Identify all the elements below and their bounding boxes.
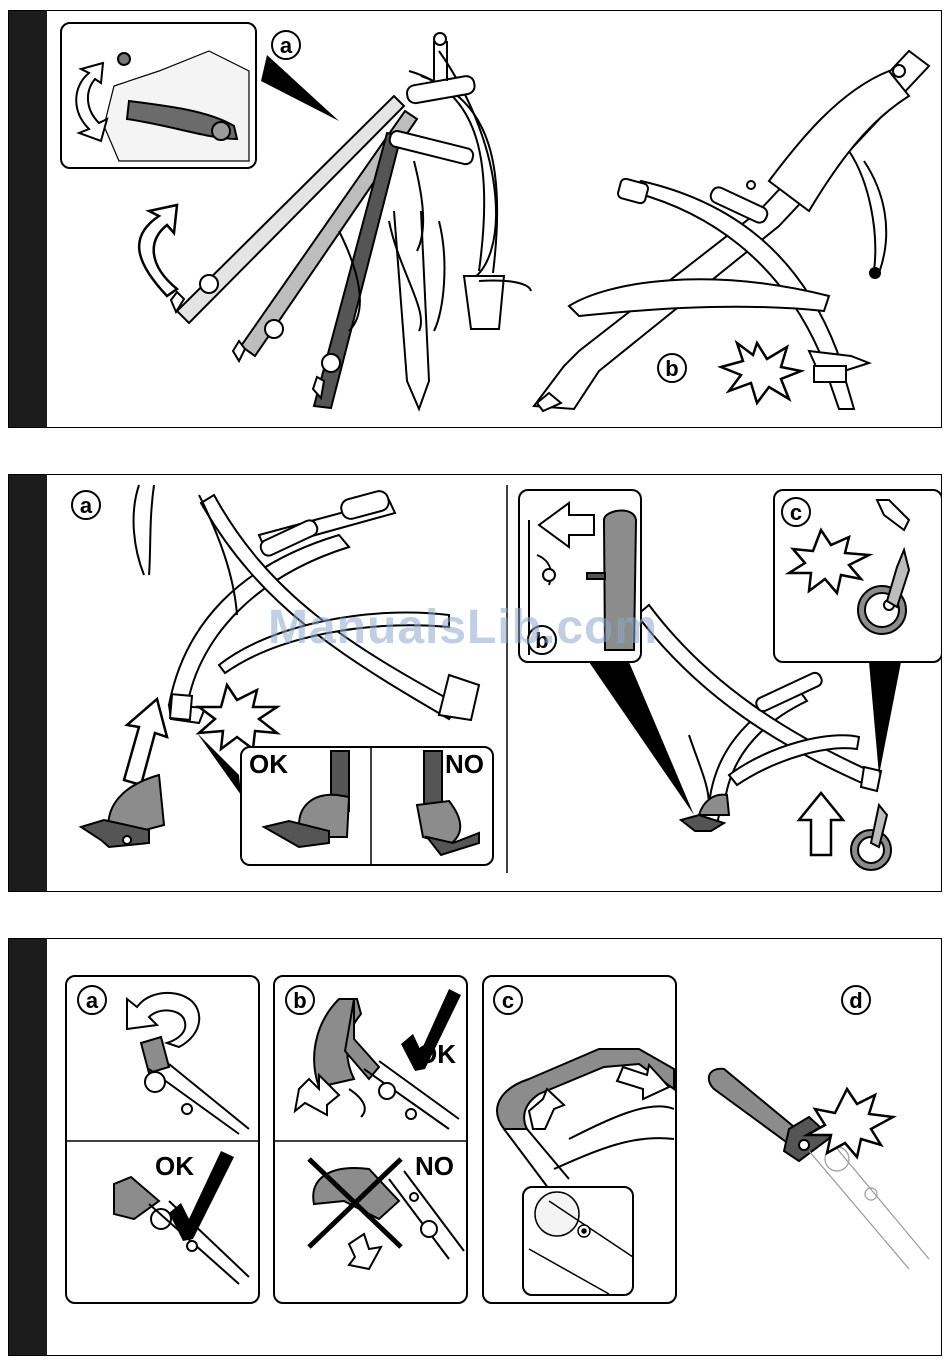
handle-attach-illustration	[9, 939, 942, 1356]
no-label-b: NO	[415, 1151, 454, 1182]
step-label-c: c	[781, 497, 811, 527]
step-label-c: c	[493, 985, 523, 1015]
step-label-d: d	[841, 985, 871, 1015]
step-label-a: a	[77, 985, 107, 1015]
stroller-fold-illustration	[9, 11, 942, 428]
step-label-b: b	[285, 985, 315, 1015]
ok-label: OK	[249, 749, 288, 780]
step-label-b: b	[657, 353, 687, 383]
step-label-a: a	[271, 30, 301, 60]
no-label: NO	[445, 749, 484, 780]
ok-label-b: OK	[417, 1039, 456, 1070]
instruction-panel-3: a b c d OK OK NO	[8, 938, 942, 1356]
instruction-panel-1: a b	[8, 10, 942, 428]
watermark: ManualsLib.com	[268, 600, 658, 655]
instruction-panel-2: a b c OK NO	[8, 474, 942, 892]
wheel-attach-illustration	[9, 475, 942, 892]
ok-label-a: OK	[155, 1151, 194, 1182]
step-label-a: a	[71, 490, 101, 520]
